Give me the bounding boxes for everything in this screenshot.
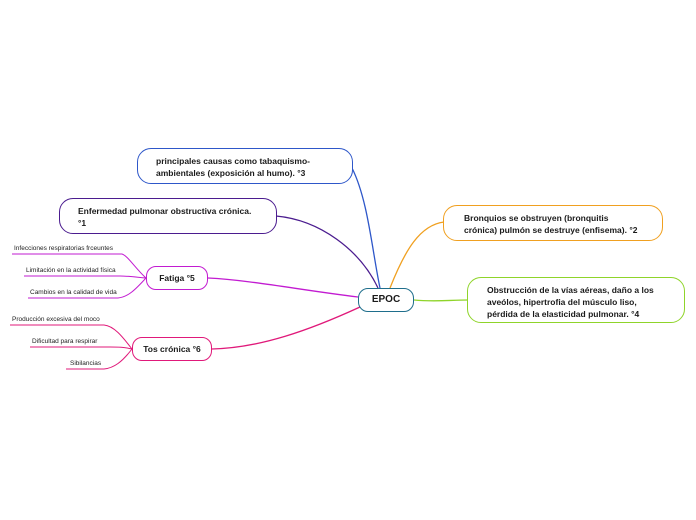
topic-obstruccion-text: Obstrucción de la vías aéreas, daño a lo…: [487, 285, 654, 319]
link-fatiga-sub3: [28, 277, 147, 299]
link-bronquios: [389, 221, 445, 289]
subtopic-tos-1[interactable]: Producción excesiva del moco: [12, 316, 100, 323]
topic-fatiga[interactable]: Fatiga °5: [146, 266, 208, 290]
link-tos-sub2: [30, 346, 133, 350]
link-fatiga-sub1: [12, 253, 147, 279]
topic-fatiga-label: Fatiga °5: [159, 273, 195, 283]
link-causas: [351, 167, 381, 289]
link-tos-sub1: [10, 324, 133, 350]
link-enfermedad: [275, 215, 379, 289]
link-obstruccion: [413, 299, 469, 302]
central-topic-epoc[interactable]: EPOC: [358, 288, 414, 312]
topic-obstruccion[interactable]: Obstrucción de la vías aéreas, daño a lo…: [467, 277, 685, 323]
link-tos: [211, 306, 361, 350]
topic-tos[interactable]: Tos crónica °6: [132, 337, 212, 361]
topic-causas-text: principales causas como tabaquismo-ambie…: [156, 156, 310, 178]
link-tos-sub3: [66, 348, 133, 370]
central-topic-label: EPOC: [371, 294, 401, 305]
subtopic-fatiga-2[interactable]: Limitación en la actividad física: [26, 267, 116, 274]
subtopic-tos-2[interactable]: Dificultad para respirar: [32, 338, 98, 345]
topic-tos-label: Tos crónica °6: [143, 344, 201, 354]
subtopic-tos-3[interactable]: Sibilancias: [70, 360, 102, 367]
subtopic-fatiga-1[interactable]: Infecciones respiratorias frceuntes: [14, 245, 113, 252]
topic-enfermedad-text: Enfermedad pulmonar obstructiva crónica.…: [78, 206, 252, 228]
link-fatiga-sub2: [24, 275, 147, 279]
subtopic-fatiga-3[interactable]: Cambios en la calidad de vida: [30, 289, 117, 296]
link-fatiga: [207, 277, 359, 298]
topic-causas[interactable]: principales causas como tabaquismo-ambie…: [137, 148, 353, 184]
topic-enfermedad[interactable]: Enfermedad pulmonar obstructiva crónica.…: [59, 198, 277, 234]
